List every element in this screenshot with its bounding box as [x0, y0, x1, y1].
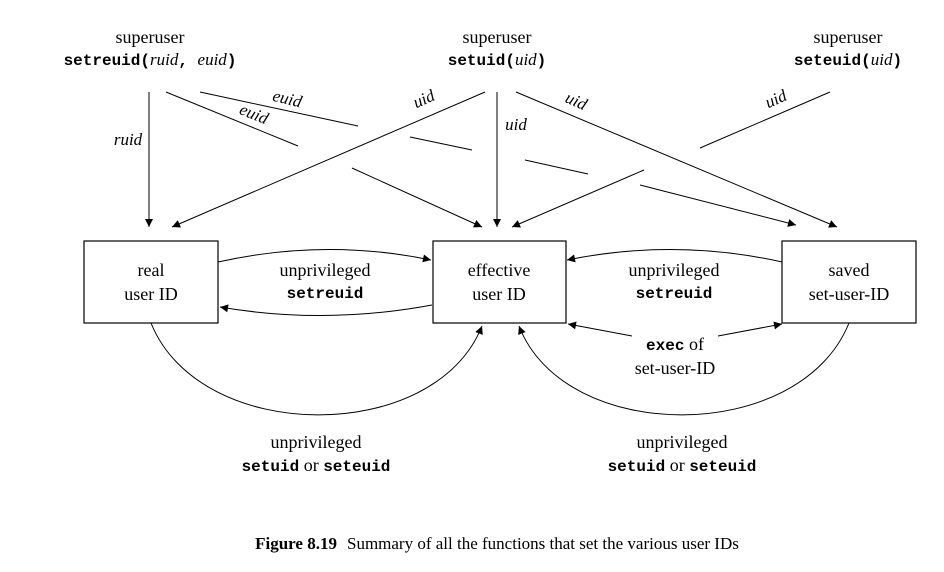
box-effective-user-id: effective user ID: [432, 240, 567, 324]
exec-label: exec of: [646, 334, 704, 355]
exec-set-user-id-label: set-user-ID: [635, 358, 716, 378]
right-setreuid-label: setreuid: [636, 285, 713, 303]
seteuid-call-label: seteuid(uid): [794, 50, 902, 70]
arrow-setuid-to-saved: [515, 91, 838, 228]
line-euid-crossing-2: [409, 136, 473, 151]
saved-line1: saved: [829, 260, 870, 280]
arrow-exec-to-saved: [717, 321, 783, 337]
arrow-setuid-to-real: [171, 91, 486, 228]
box-real-user-id: real user ID: [83, 240, 219, 324]
arrow-euid-segment-1: [165, 91, 299, 147]
bottom-right-calls: setuid or seteuid: [608, 455, 757, 476]
arrow-euid-to-saved: [639, 184, 797, 227]
left-unprivileged-label: unprivileged: [280, 260, 371, 280]
left-setreuid-label: setreuid: [287, 285, 364, 303]
arrow-seteuid-to-effective: [511, 169, 645, 228]
effective-line1: effective: [468, 260, 531, 280]
line-euid-crossing-1: [199, 91, 359, 127]
setuid-call-label: setuid(uid): [448, 50, 547, 70]
bottom-right-unprivileged: unprivileged: [637, 432, 728, 452]
arrow-exec-to-effective: [567, 321, 633, 337]
arrow-real-to-effective: [217, 248, 432, 263]
source-setreuid: superuser setreuid(ruid, euid): [64, 27, 237, 70]
box-saved-set-user-id: saved set-user-ID: [781, 240, 917, 324]
seteuid-superuser-label: superuser: [814, 27, 883, 47]
label-ruid: ruid: [114, 130, 143, 149]
bottom-left-calls: setuid or seteuid: [242, 455, 391, 476]
line-euid-crossing-3: [524, 159, 589, 175]
setuid-superuser-label: superuser: [463, 27, 532, 47]
label-uid-c: uid: [562, 88, 590, 114]
effective-line2: user ID: [472, 284, 525, 304]
label-euid-b: euid: [271, 86, 304, 112]
label-uid-a: uid: [410, 86, 438, 112]
figure-caption: Figure 8.19 Summary of all the functions …: [255, 534, 739, 553]
source-seteuid: superuser seteuid(uid): [794, 27, 902, 70]
caption-label: Figure 8.19: [255, 534, 337, 553]
source-setuid: superuser setuid(uid): [448, 27, 547, 70]
bottom-left-unprivileged: unprivileged: [271, 432, 362, 452]
right-unprivileged-label: unprivileged: [629, 260, 720, 280]
arrow-saved-to-effective-bottom: [518, 322, 850, 416]
arrow-effective-to-real: [219, 304, 433, 317]
real-line1: real: [138, 260, 165, 280]
setreuid-call-label: setreuid(ruid, euid): [64, 50, 237, 70]
setreuid-superuser-label: superuser: [116, 27, 185, 47]
arrow-seteuid-segment-1: [699, 91, 831, 149]
arrow-euid-segment-2: [351, 167, 483, 228]
arrow-real-to-effective-bottom: [150, 322, 483, 416]
real-line2: user ID: [124, 284, 177, 304]
saved-line2: set-user-ID: [809, 284, 890, 304]
label-uid-b: uid: [505, 115, 527, 134]
arrow-saved-to-effective: [566, 248, 783, 263]
caption-text: Summary of all the functions that set th…: [347, 534, 739, 553]
label-uid-d: uid: [762, 86, 790, 112]
